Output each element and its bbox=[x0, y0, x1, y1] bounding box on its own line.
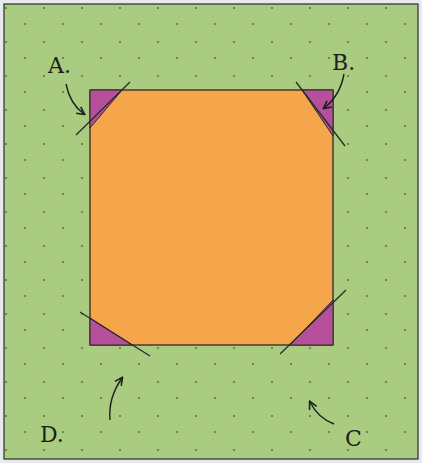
corner-label: A. bbox=[48, 55, 71, 77]
corner-triangle bbox=[90, 90, 122, 128]
pointer-arrow bbox=[66, 74, 344, 424]
corner-label: D. bbox=[40, 424, 64, 446]
corner-label: B. bbox=[332, 52, 355, 74]
orange-square bbox=[90, 90, 333, 345]
stitch-line bbox=[76, 82, 346, 356]
corner-label: C bbox=[345, 428, 362, 450]
green-background-fabric bbox=[4, 4, 418, 459]
